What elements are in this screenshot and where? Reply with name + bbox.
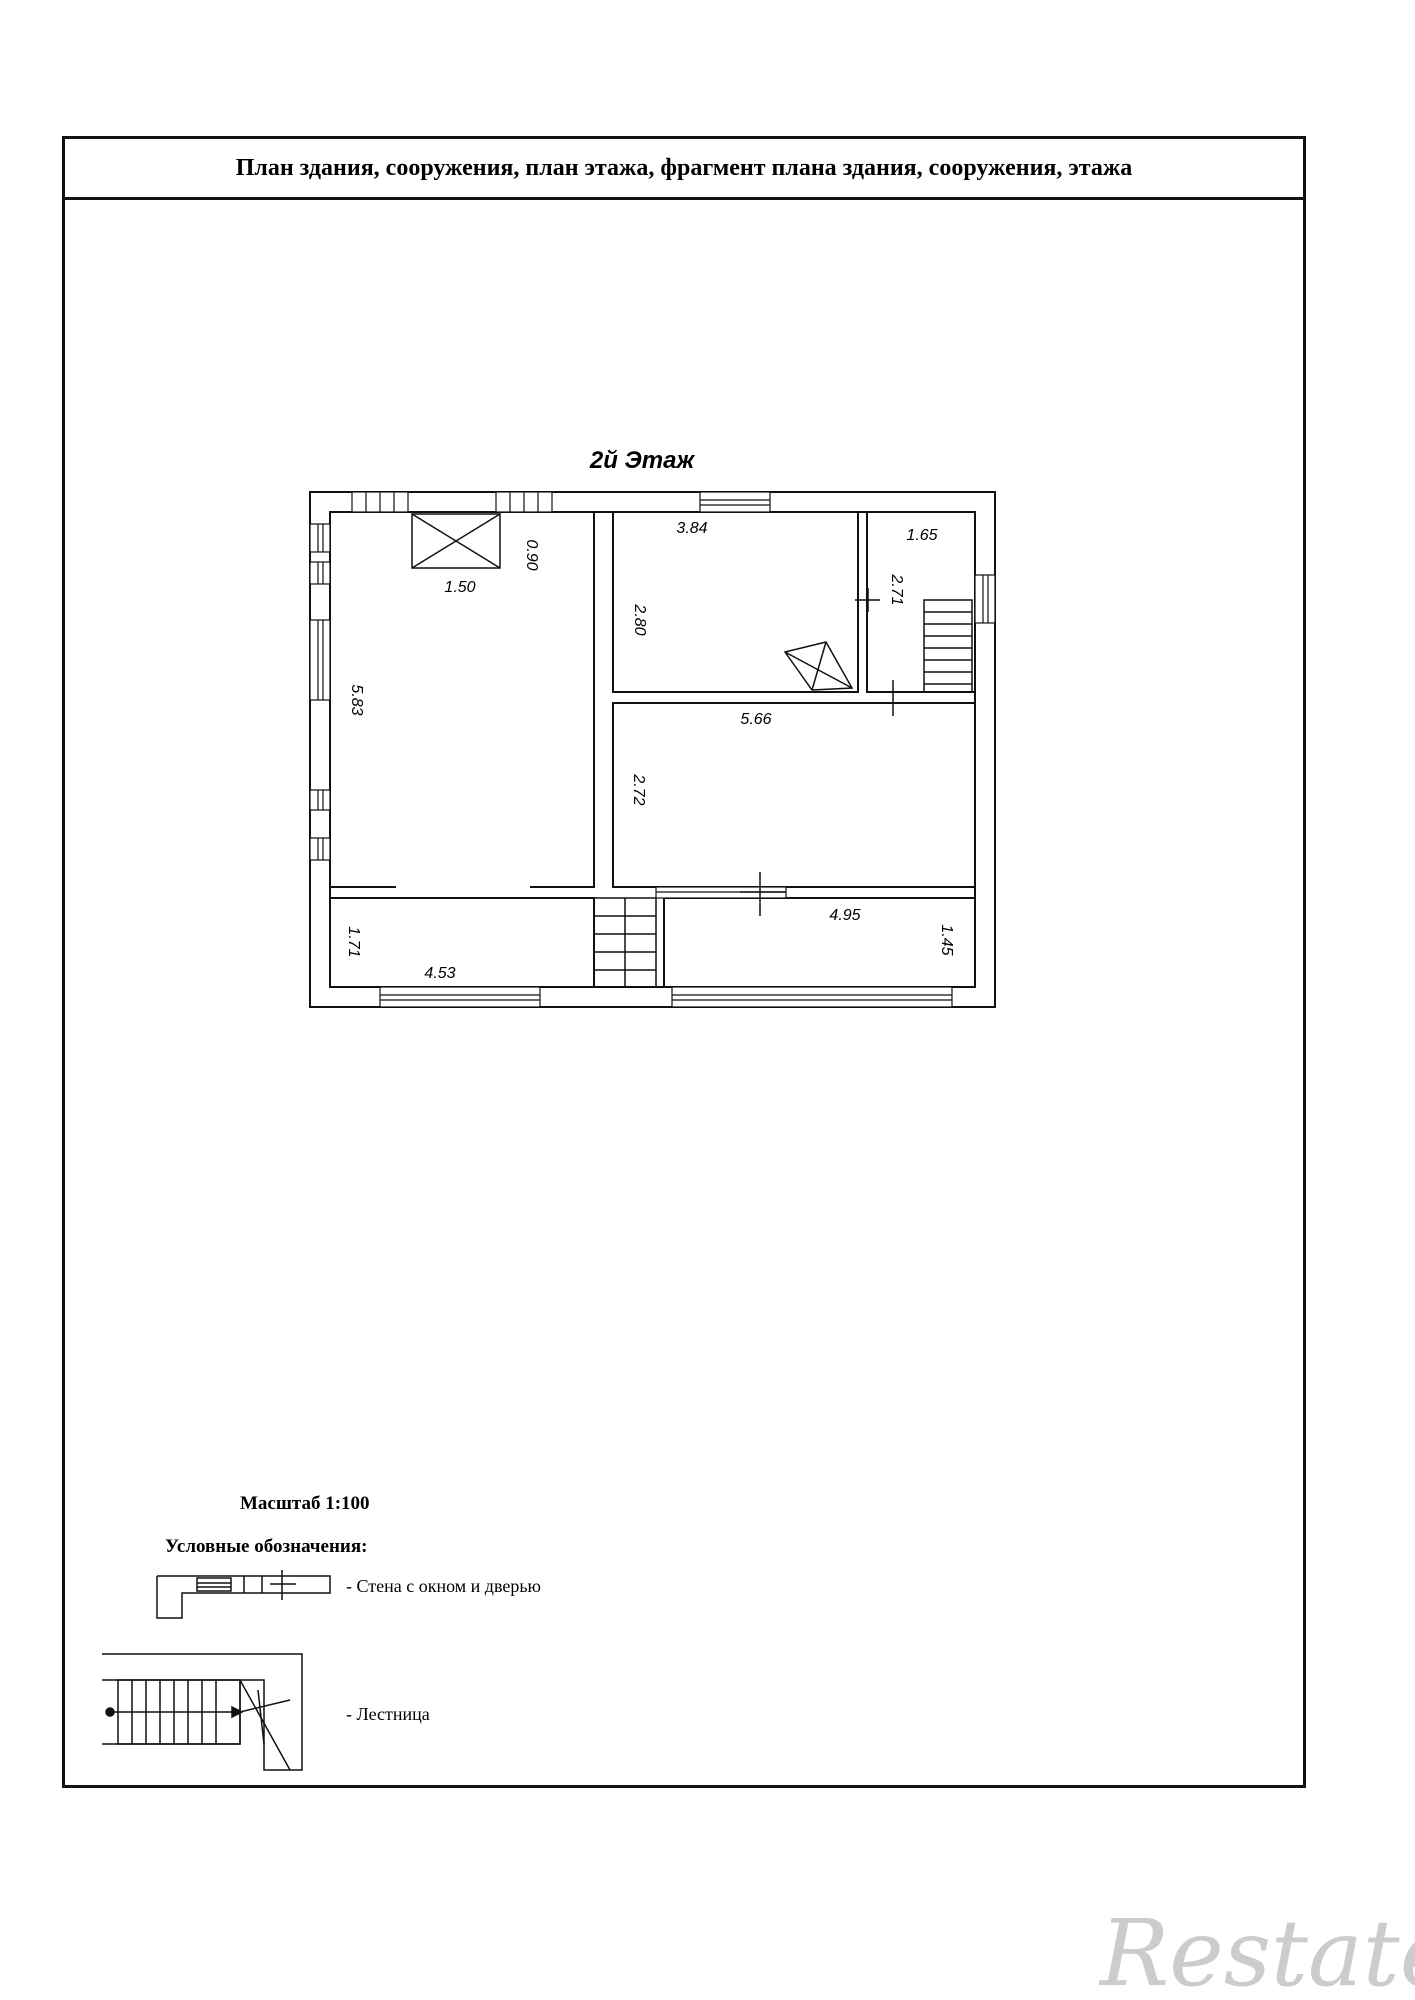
hatch-symbol xyxy=(783,641,854,691)
dim-2-71: 2.71 xyxy=(888,573,905,605)
dim-3-84: 3.84 xyxy=(676,520,707,537)
room-bottom-right xyxy=(663,897,976,988)
legend-title: Условные обозначения: xyxy=(165,1536,367,1557)
windows-left xyxy=(309,523,331,861)
dim-4-95: 4.95 xyxy=(829,907,860,924)
dim-1-71: 1.71 xyxy=(345,926,362,957)
scale-label: Масштаб 1:100 xyxy=(240,1493,370,1514)
dim-5-66: 5.66 xyxy=(740,711,771,728)
chimney-box xyxy=(411,513,501,569)
legend-stairs-label: - Лестница xyxy=(346,1704,430,1724)
stairs-top-right xyxy=(923,599,973,693)
dim-0-90: 0.90 xyxy=(523,539,540,570)
windows-top xyxy=(351,491,771,513)
document-frame: План здания, сооружения, план этажа, фра… xyxy=(62,136,1306,1788)
dim-2-80: 2.80 xyxy=(631,603,648,635)
dim-1-50: 1.50 xyxy=(444,579,475,596)
dim-4-53: 4.53 xyxy=(424,965,455,982)
room-top-middle xyxy=(612,511,859,693)
door-markers xyxy=(740,588,906,916)
room-middle-right xyxy=(612,702,976,888)
dim-5-83: 5.83 xyxy=(348,684,365,715)
watermark-logo: Restate xyxy=(1098,1900,1415,2000)
windows-bottom xyxy=(379,986,953,1008)
stairs-bottom-middle xyxy=(593,897,657,988)
dim-1-45: 1.45 xyxy=(938,924,955,955)
legend-stairs-symbol xyxy=(102,1653,303,1771)
header-title: План здания, сооружения, план этажа, фра… xyxy=(235,154,1133,181)
dim-2-72: 2.72 xyxy=(630,773,647,805)
floor-title: 2й Этаж xyxy=(589,447,696,474)
room-bottom-left xyxy=(329,897,595,988)
legend-wall-symbol xyxy=(156,1570,331,1619)
dimension-labels: 0.90 1.50 5.83 3.84 2.80 1.65 2.71 5.66 … xyxy=(345,520,955,982)
door-openings xyxy=(396,883,660,900)
legend-wall-label: - Стена с окном и дверью xyxy=(346,1576,541,1596)
window-right xyxy=(974,574,996,624)
building-outline xyxy=(309,491,996,1008)
dim-1-65: 1.65 xyxy=(906,527,937,544)
header-bar: План здания, сооружения, план этажа, фра… xyxy=(65,139,1303,200)
